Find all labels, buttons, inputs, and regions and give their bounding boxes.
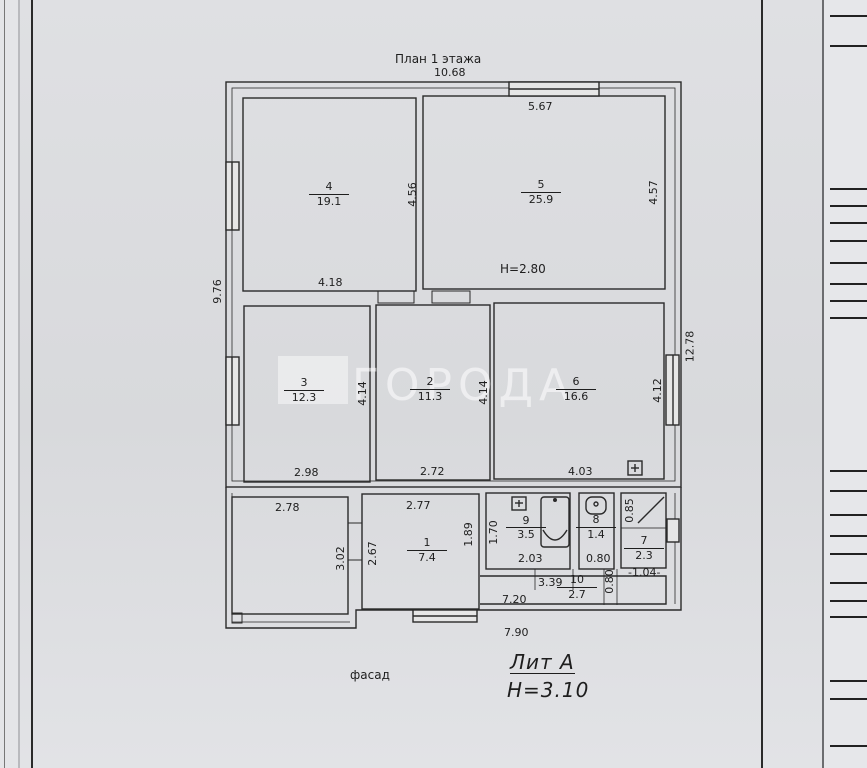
facade-label: фасад xyxy=(350,668,390,682)
frame-line-right xyxy=(761,0,763,768)
room-8-area: 1.4 xyxy=(576,527,616,541)
room-5-width: 5.67 xyxy=(528,100,553,113)
plan-title: План 1 этажа xyxy=(395,52,482,66)
dim-bottom-width: 7.90 xyxy=(504,626,529,639)
porch-area xyxy=(231,496,349,615)
watermark-text: ГОРОДА xyxy=(352,360,576,411)
dim-left-height: 9.76 xyxy=(210,279,224,304)
room-9-width: 2.03 xyxy=(518,552,543,565)
room-3-area: 12.3 xyxy=(284,390,324,404)
room-7-number: 7 xyxy=(640,534,648,547)
lit-label: Лит А xyxy=(510,650,575,674)
room-3 xyxy=(243,305,371,483)
bathtub-icon xyxy=(540,496,570,548)
room-8-height: 0.80 xyxy=(602,569,616,594)
room-9-number: 9 xyxy=(522,514,530,527)
room-7-height: 0.85 xyxy=(622,498,636,523)
room-9-height: 1.70 xyxy=(486,520,500,545)
room-5-number: 5 xyxy=(537,178,545,191)
room-2-area: 11.3 xyxy=(410,389,450,403)
porch-height-2: 2.67 xyxy=(365,541,379,566)
heater-icon xyxy=(627,460,643,476)
room-6-width: 4.03 xyxy=(568,465,593,478)
room-4-number: 4 xyxy=(325,180,333,193)
room-6-height: 4.12 xyxy=(650,378,664,403)
room-1-width: 2.77 xyxy=(406,499,431,512)
room-6-number: 6 xyxy=(572,375,580,388)
room-1-height: 1.89 xyxy=(461,522,475,547)
toilet-icon xyxy=(585,496,607,515)
room-4-width: 4.18 xyxy=(318,276,343,289)
porch-height-1: 3.02 xyxy=(333,546,347,571)
room-7-diagonal xyxy=(637,496,665,524)
room-2-number: 2 xyxy=(426,375,434,388)
dim-top-width: 10.68 xyxy=(434,66,466,79)
room-8-width: 0.80 xyxy=(586,552,611,565)
room-4-area: 19.1 xyxy=(309,194,349,208)
outer-wall-lower xyxy=(225,487,682,629)
room-1-area: 7.4 xyxy=(407,550,447,564)
room-2 xyxy=(375,304,491,481)
room-6-area: 16.6 xyxy=(556,389,596,403)
room-3-number: 3 xyxy=(300,376,308,389)
room-8 xyxy=(578,492,615,570)
room-10-area: 2.7 xyxy=(557,587,597,601)
room-3-height: 4.14 xyxy=(355,381,369,406)
room-9-area: 3.5 xyxy=(506,527,546,541)
room-9 xyxy=(485,492,571,570)
room-7-area: 2.3 xyxy=(624,548,664,562)
outer-wall-main-inner xyxy=(231,87,676,482)
room-8-number: 8 xyxy=(592,513,600,526)
room-7-width: -1.04- xyxy=(628,566,661,579)
sink-icon xyxy=(511,496,527,511)
frame-line-left xyxy=(31,0,33,768)
room-5-height: 4.57 xyxy=(646,180,660,205)
window-right-small xyxy=(666,518,680,543)
frame-line-left-inner xyxy=(4,0,5,768)
dim-right-height: 12.78 xyxy=(683,330,697,363)
room-4 xyxy=(242,97,417,292)
room-2-width: 2.72 xyxy=(420,465,445,478)
drawing-sheet xyxy=(18,0,824,768)
next-page-strip xyxy=(822,0,867,768)
ceiling-height: H=2.80 xyxy=(500,262,546,276)
room-6 xyxy=(493,302,665,480)
outer-wall-main xyxy=(225,81,682,488)
room-1-number: 1 xyxy=(423,536,431,549)
watermark-logo xyxy=(278,356,348,404)
room-10-number: 10 xyxy=(570,573,584,586)
porch-width: 2.78 xyxy=(275,501,300,514)
height-label: H=3.10 xyxy=(507,678,590,702)
room-3-width: 2.98 xyxy=(294,466,319,479)
room-10-width: 3.39 xyxy=(538,576,563,589)
room-2-height: 4.14 xyxy=(476,380,490,405)
room-5-area: 25.9 xyxy=(521,192,561,206)
room-4-height: 4.56 xyxy=(405,182,419,207)
dim-7-20: 7.20 xyxy=(502,593,527,606)
